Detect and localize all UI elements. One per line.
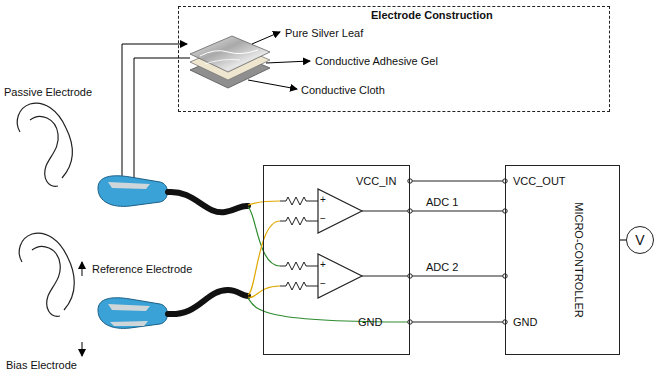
construction-box: Electrode ConstructionPure Silver LeafCo… <box>178 6 610 112</box>
pin-sign: − <box>320 278 326 289</box>
signal-wire <box>408 179 507 183</box>
pin-sign: + <box>320 259 326 270</box>
op-amp <box>318 189 362 298</box>
signal-name: ADC 2 <box>424 261 460 274</box>
node-label: GND <box>513 316 537 329</box>
node-label: VCC_OUT <box>513 175 566 188</box>
ear-outline <box>17 103 74 316</box>
electrode-layers <box>190 36 270 88</box>
signal-wire <box>408 209 507 213</box>
node-label: V <box>635 234 644 247</box>
electrode-label: Passive Electrode <box>4 86 92 99</box>
node-label: Conductive Adhesive Gel <box>315 55 438 68</box>
node-label: GND <box>358 316 382 329</box>
node-label: Pure Silver Leaf <box>285 27 363 40</box>
node-label: VCC_IN <box>356 175 396 188</box>
signal-wire <box>408 274 507 278</box>
earbud <box>98 176 168 329</box>
resistor-symbol <box>280 197 318 290</box>
node-label: MICRO-CONTROLLER <box>572 202 585 318</box>
layer-arrows <box>248 32 310 89</box>
signal-name: ADC 1 <box>424 196 460 209</box>
pin-sign: + <box>320 194 326 205</box>
box-heading: Electrode Construction <box>371 9 493 22</box>
output-wire <box>362 211 410 276</box>
pin-sign: − <box>320 213 326 224</box>
amplifier-board: VCC_IN GND <box>263 165 410 355</box>
cable <box>168 192 248 314</box>
electrode-label: Bias Electrode <box>6 359 77 372</box>
label-arrow <box>82 262 83 356</box>
microcontroller-box: MICRO-CONTROLLER VCC_OUT GND <box>505 165 620 355</box>
electrode-pointer <box>122 44 190 178</box>
signal-wire <box>408 320 507 324</box>
electrode-label: Reference Electrode <box>92 263 192 276</box>
node-label: Conductive Cloth <box>301 84 385 97</box>
voltmeter-symbol: V <box>626 226 654 254</box>
